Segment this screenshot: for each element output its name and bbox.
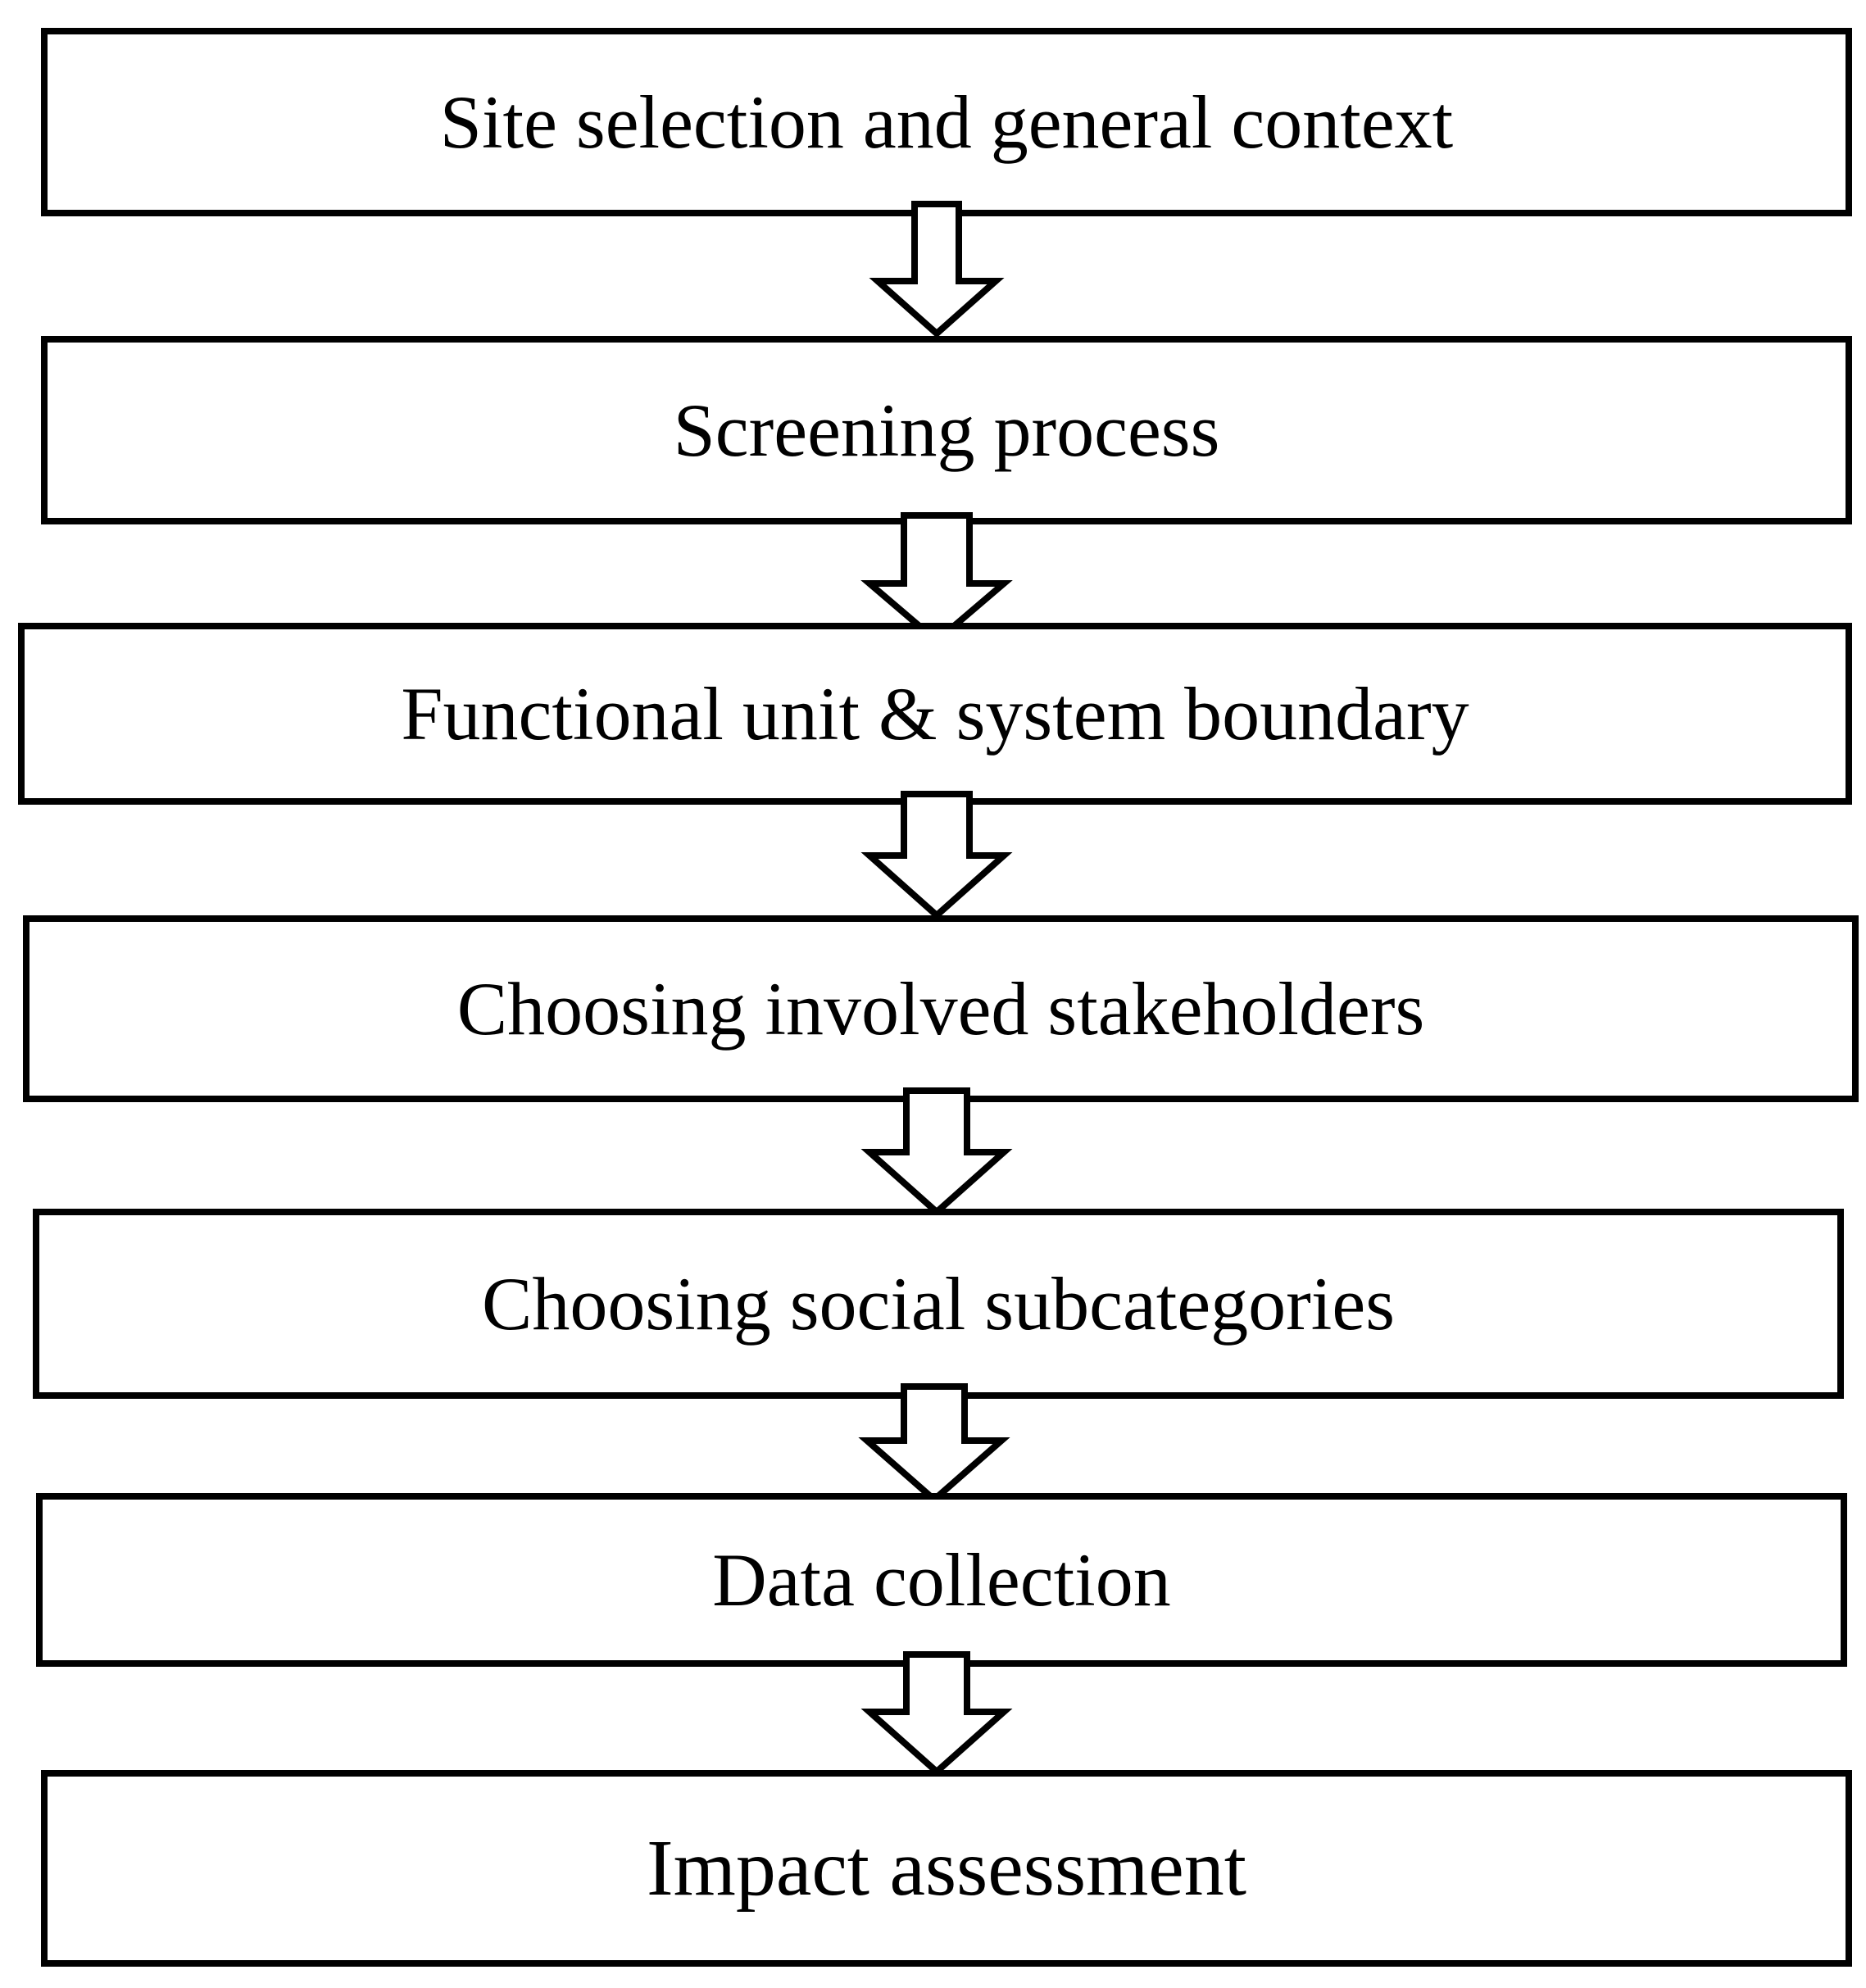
step-label-site-selection: Site selection and general context — [439, 80, 1454, 164]
step-box-functional-unit: Functional unit & system boundary — [18, 623, 1852, 805]
step-label-functional-unit: Functional unit & system boundary — [401, 672, 1469, 756]
down-arrow-icon — [869, 201, 1005, 338]
down-arrow-icon — [860, 1651, 1013, 1777]
step-box-screening: Screening process — [41, 336, 1852, 524]
down-arrow-icon — [860, 791, 1013, 920]
step-label-impact-assessment: Impact assessment — [646, 1824, 1247, 1913]
step-label-data-collection: Data collection — [712, 1538, 1171, 1622]
step-box-data-collection: Data collection — [36, 1493, 1847, 1667]
step-label-screening: Screening process — [673, 388, 1220, 472]
down-arrow-icon — [858, 1383, 1010, 1505]
step-label-social-subcategories: Choosing social subcategories — [481, 1262, 1396, 1346]
down-arrow-icon — [860, 1087, 1013, 1217]
step-box-stakeholders: Choosing involved stakeholders — [23, 915, 1859, 1102]
step-box-social-subcategories: Choosing social subcategories — [33, 1209, 1844, 1399]
down-arrow-icon — [860, 512, 1013, 646]
step-label-stakeholders: Choosing involved stakeholders — [456, 967, 1425, 1051]
step-box-impact-assessment: Impact assessment — [41, 1770, 1852, 1967]
step-box-site-selection: Site selection and general context — [41, 28, 1852, 216]
